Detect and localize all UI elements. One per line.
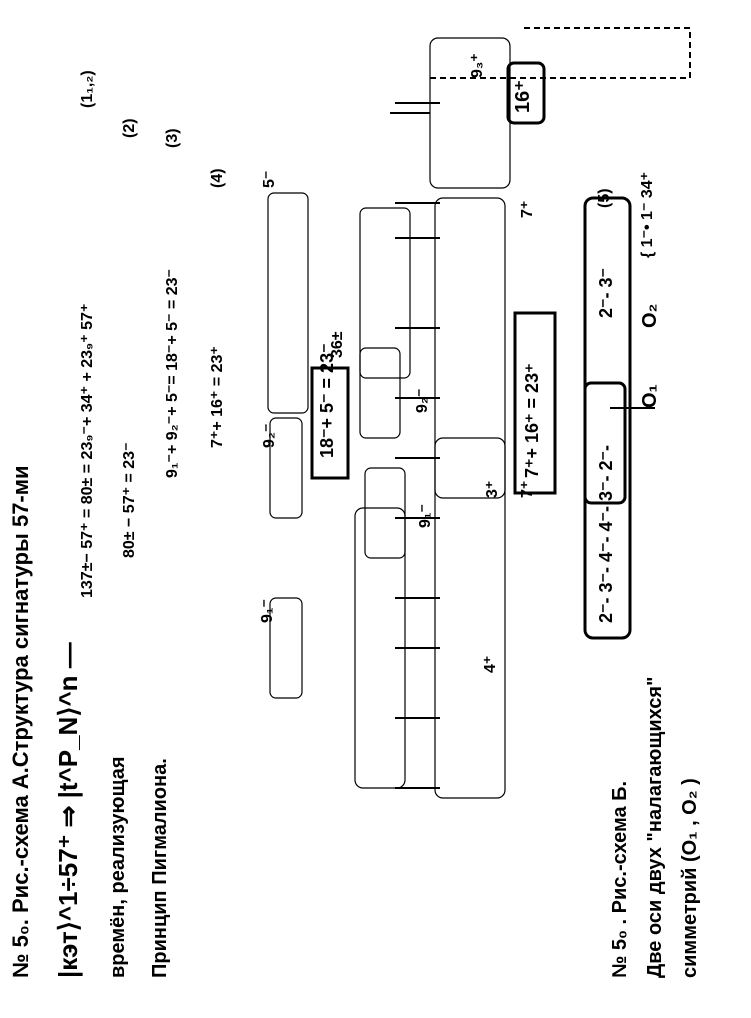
box-1-34-1	[359, 347, 401, 439]
box-7-16	[513, 311, 557, 495]
scheme-b-sequence: 2⁻- 3⁻- 4⁻- 4⁻- 3⁻- 2⁻-	[596, 444, 616, 623]
scheme-b-tag: (5)	[596, 188, 613, 208]
box-4-3-2	[269, 417, 303, 519]
label-4-plus: 4⁺	[482, 655, 499, 673]
label-9-2-b: 9₂⁻	[414, 388, 431, 413]
box-plus-ones	[434, 437, 506, 799]
label-36: 36±	[329, 331, 346, 358]
axis-o1: O₁	[639, 384, 661, 408]
label-16: 16⁺	[512, 80, 534, 113]
axis-o2: O₂	[639, 303, 661, 328]
box-ones-row	[267, 192, 309, 414]
label-9-1: 9₁⁻	[259, 599, 276, 623]
scheme-b-caption-2: Две оси двух "налагающихся"	[644, 676, 666, 978]
label-9-1-b: 9₁⁻	[417, 504, 434, 528]
brace-note: { 1⁻• 1⁻ 34⁺	[639, 171, 656, 258]
label-7-plus-a: 7⁺	[519, 200, 536, 218]
dashed-bracket	[430, 27, 691, 79]
scheme-b-caption-1: № 5₀ . Рис.-схема Б.	[609, 780, 631, 978]
box-18-5	[310, 366, 350, 480]
label-7-16: 7⁺+ 16⁺ = 23⁺	[522, 363, 542, 478]
scheme-b-tail: 2⁻- 3⁻	[596, 267, 616, 318]
box-2-3-4	[269, 597, 303, 699]
scheme-b-caption-3: симметрий (O₁ , O₂ )	[679, 778, 701, 978]
label-9-3: 9₃⁺	[469, 53, 486, 78]
label-9-2: 9₂⁻	[261, 423, 278, 448]
label-3-plus: 3⁺	[484, 480, 501, 498]
label-18-5: 18⁻+ 5⁻ = 23⁻	[317, 343, 337, 458]
box-1-1-1-1	[359, 207, 411, 379]
label-5-minus: 5⁻	[261, 170, 278, 188]
box-scheme-b-sequence	[583, 196, 632, 640]
box-4-3-2-b	[364, 467, 406, 559]
box-16	[506, 61, 546, 125]
label-7-plus-b: 7⁺	[519, 480, 536, 498]
box-plus-right	[434, 197, 506, 499]
